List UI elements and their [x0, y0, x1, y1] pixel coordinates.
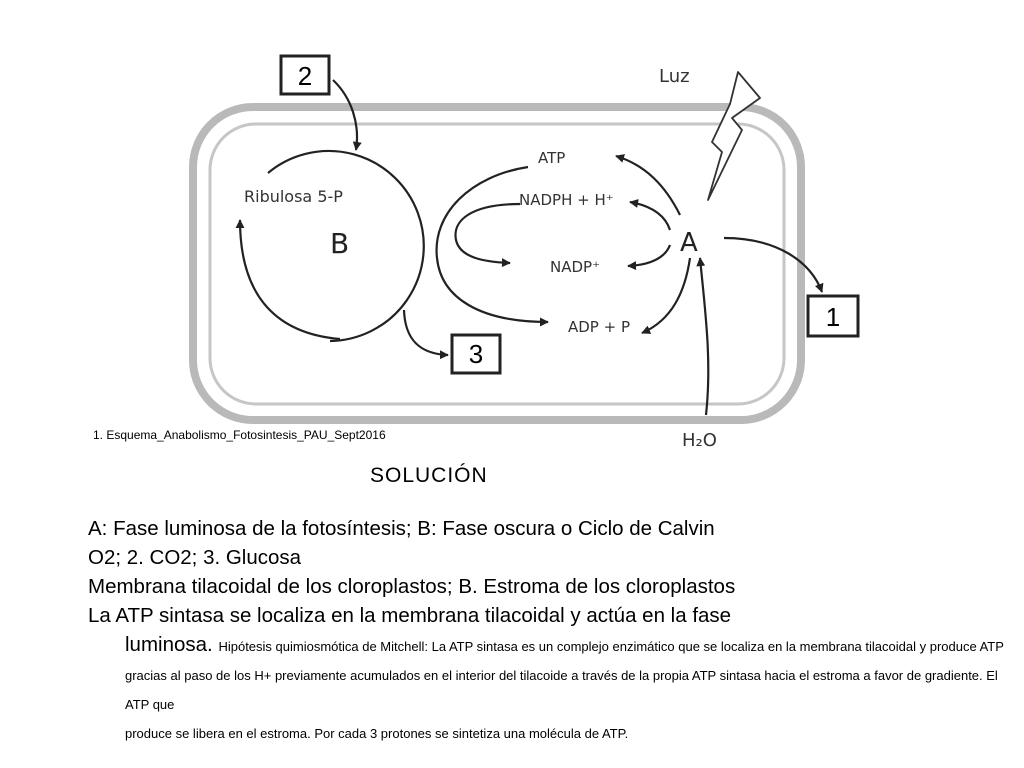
h2o-label: H₂O [682, 430, 717, 451]
solution-title: SOLUCIÓN [370, 464, 488, 487]
adp-label: ADP + P [568, 318, 630, 336]
calvin-cycle-arc [267, 149, 425, 343]
letter-b: B [330, 227, 349, 260]
arrow-to-box-1 [723, 236, 824, 293]
answer-line-1: A: Fase luminosa de la fotosíntesis; B: … [88, 517, 715, 540]
arrow-from-box-2 [332, 79, 362, 151]
answer-line-3: Membrana tilacoidal de los cloroplastos;… [88, 575, 736, 598]
arrow-to-adp [641, 257, 692, 335]
box-3-label: 3 [469, 339, 483, 369]
solution-text: A: Fase luminosa de la fotosíntesis; B: … [88, 514, 1008, 746]
arrow-a-to-nadp [627, 244, 672, 271]
arrow-from-h2o [696, 257, 710, 416]
box-2 [279, 54, 331, 96]
calvin-left-arc [235, 219, 341, 341]
ribulosa-label: Ribulosa 5-P [244, 187, 343, 206]
nadph-label: NADPH + H⁺ [519, 191, 614, 209]
box-1 [806, 294, 860, 338]
lightning-icon [707, 71, 761, 201]
luz-label: Luz [659, 66, 690, 87]
mitchell-hypothesis-text: Hipótesis quimiosmótica de Mitchell: La … [125, 639, 1004, 712]
answer-line-4-first: La ATP sintasa se localiza en la membran… [88, 604, 732, 627]
answer-line-4: La ATP sintasa se localiza en la membran… [88, 601, 1008, 746]
nadp-cycle-arc [454, 202, 521, 268]
answer-line-2: O2; 2. CO2; 3. Glucosa [88, 546, 302, 569]
answer-detail: luminosa. Hipótesis quimiosmótica de Mit… [88, 630, 1008, 746]
atp-arc [435, 165, 549, 327]
answer-line-4-end: luminosa. [125, 633, 213, 656]
photosynthesis-diagram: 2 1 3 Luz Ribulosa 5-P B A ATP NADPH + H… [189, 54, 860, 451]
letter-a: A [680, 228, 698, 258]
figure-caption: 1. Esquema_Anabolismo_Fotosintesis_PAU_S… [93, 428, 386, 442]
nadp-label: NADP⁺ [550, 258, 600, 276]
chloroplast-inner [208, 122, 786, 406]
atp-label: ATP [538, 149, 565, 167]
box-2-label: 2 [298, 61, 312, 91]
arrow-to-box-3 [402, 309, 449, 360]
arrow-to-atp [615, 154, 681, 216]
mitchell-hypothesis-end: produce se libera en el estroma. Por cad… [125, 726, 629, 741]
box-1-label: 1 [826, 302, 840, 332]
box-3 [450, 333, 502, 375]
arrow-to-nadph [629, 199, 672, 231]
